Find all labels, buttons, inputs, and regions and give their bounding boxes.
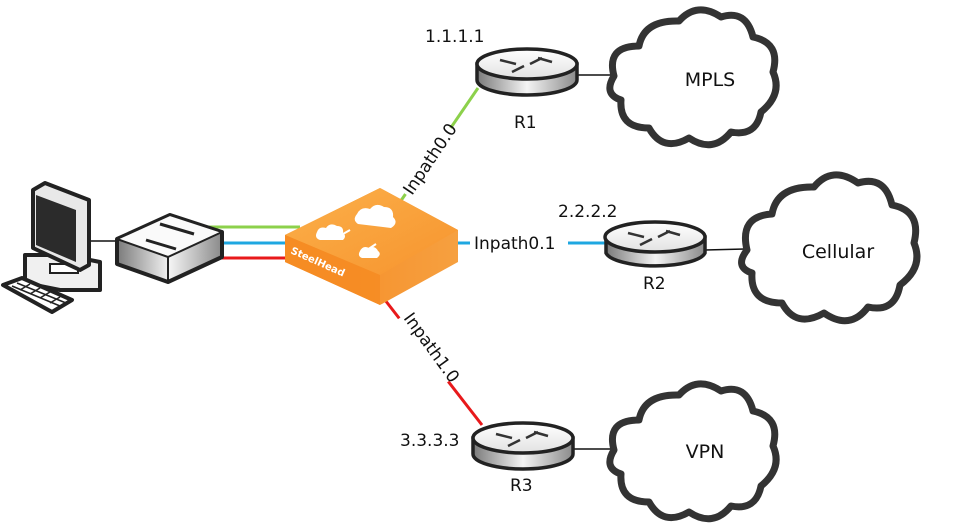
router-arrows-icon — [499, 56, 553, 74]
router-name-r2: R2 — [643, 274, 666, 294]
router-arrows-icon — [627, 229, 681, 247]
cloud-label-mpls: MPLS — [685, 69, 736, 91]
r2-cellular-link — [704, 248, 746, 251]
cloud-mpls: MPLS — [606, 6, 780, 149]
router-r3 — [471, 421, 575, 471]
svg-text:Inpath1.0: Inpath1.0 — [399, 309, 463, 387]
computer-icon — [1, 181, 102, 314]
router-r2 — [603, 220, 707, 268]
link-label-inpath01: Inpath0.1 — [470, 231, 568, 254]
router-name-r1: R1 — [514, 113, 537, 133]
router-ip-r2: 2.2.2.2 — [558, 202, 617, 222]
router-arrows-icon — [495, 430, 549, 448]
cloud-arrows-icon — [316, 204, 396, 258]
router-ip-r3: 3.3.3.3 — [400, 431, 459, 451]
router-r1 — [475, 47, 579, 97]
svg-text:Inpath0.0: Inpath0.0 — [400, 120, 462, 199]
link-label-inpath00: Inpath0.0 — [398, 120, 462, 201]
cloud-label-cellular: Cellular — [802, 241, 874, 263]
cloud-cellular: Cellular — [738, 171, 921, 325]
svg-text:Inpath0.1: Inpath0.1 — [474, 234, 555, 254]
switch-icon — [115, 213, 224, 284]
cloud-vpn: VPN — [606, 380, 780, 523]
router-name-r3: R3 — [510, 476, 533, 496]
steelhead-appliance: SteelHead — [285, 188, 458, 305]
link-label-inpath10: Inpath1.0 — [397, 307, 463, 387]
cloud-label-vpn: VPN — [686, 441, 725, 463]
router-ip-r1: 1.1.1.1 — [425, 27, 484, 47]
